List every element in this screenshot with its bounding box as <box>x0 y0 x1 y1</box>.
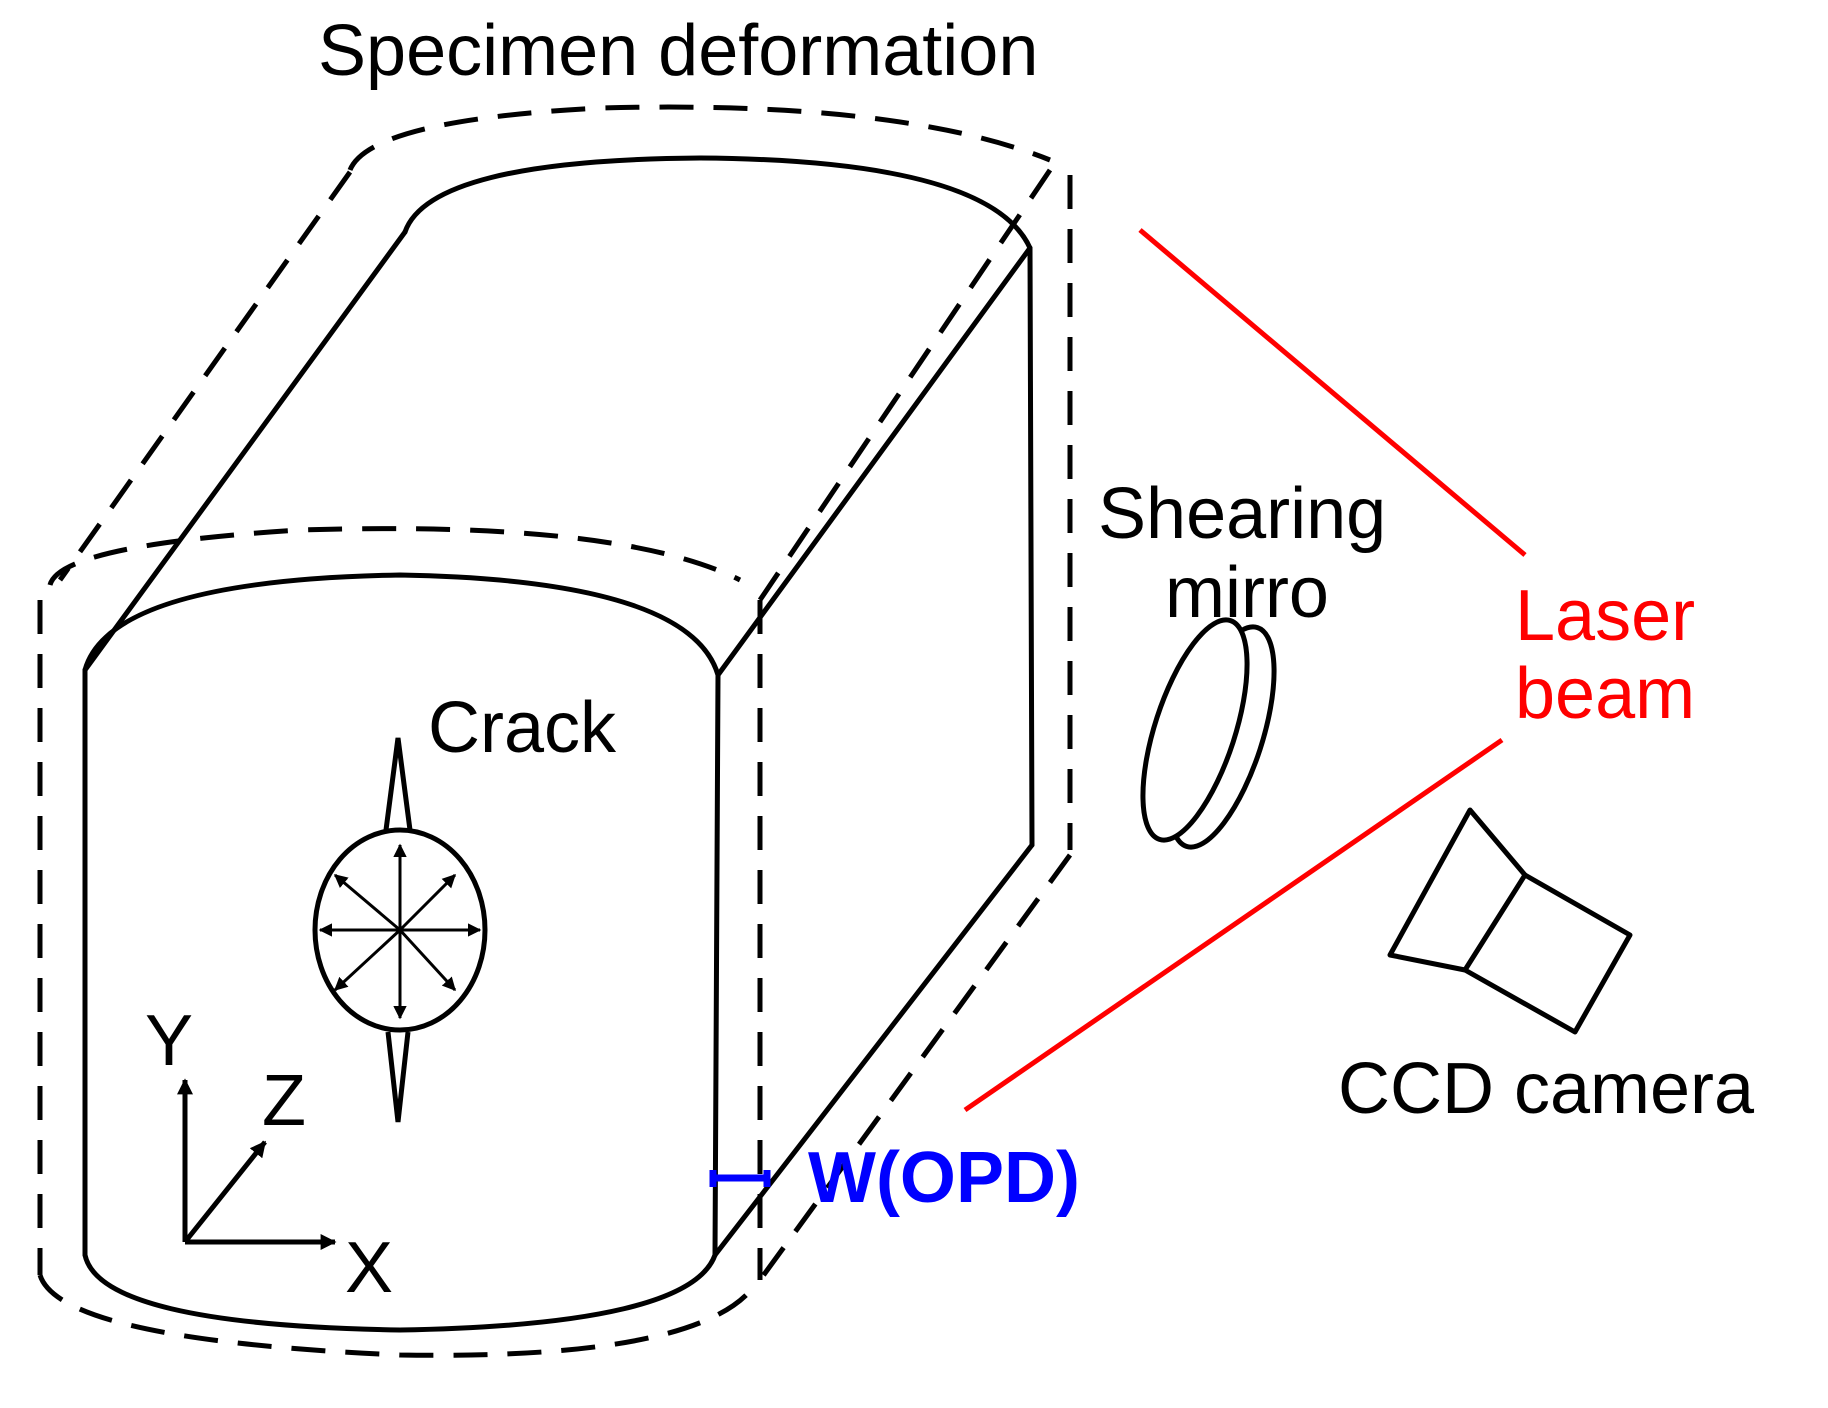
specimen-top-left-edge <box>82 229 408 673</box>
deformed-specimen-outline <box>37 104 1073 1358</box>
specimen-back-right-edge <box>1027 245 1035 848</box>
deformed-bottom-right-edge <box>757 853 1073 1282</box>
axis-y-label: Y <box>145 1001 193 1081</box>
specimen-front-top-arch <box>82 572 721 678</box>
deformed-front-arch <box>47 526 742 586</box>
crack-pressure-arrows <box>318 843 482 1020</box>
mirror-front-face <box>1140 617 1250 843</box>
specimen-front-right-edge <box>712 672 721 1258</box>
laser-label-line2: beam <box>1515 654 1695 734</box>
camera-lens-hood <box>1387 807 1528 973</box>
crack-ellipse <box>312 827 488 1033</box>
laser-beam-lower <box>963 737 1504 1113</box>
ccd-camera-label: CCD camera <box>1338 1049 1755 1129</box>
laser-beam-upper <box>1138 228 1527 557</box>
z-axis-arrow <box>183 1140 267 1244</box>
laser-beams <box>963 228 1527 1113</box>
deformed-top-left-edge <box>57 170 353 582</box>
axis-x-label: X <box>345 1228 393 1308</box>
specimen-front-bottom-arch <box>82 1252 718 1333</box>
opd-label: W(OPD) <box>808 1138 1080 1218</box>
shearing-mirror-label-line2: mirro <box>1165 553 1329 633</box>
crack-bottom-spike <box>385 1031 411 1123</box>
crack-top-spike <box>383 737 413 831</box>
specimen-deformation-label: Specimen deformation <box>318 11 1038 91</box>
specimen-top-arch <box>402 155 1033 251</box>
deformed-top-right-edge <box>757 168 1053 602</box>
specimen-top-right-edge <box>715 245 1033 678</box>
specimen-outline <box>82 155 1035 1333</box>
shearing-mirror-label-line1: Shearing <box>1098 474 1386 554</box>
laser-label-line1: Laser <box>1515 576 1695 656</box>
opd-marker <box>709 1170 771 1187</box>
axis-z-label: Z <box>262 1061 306 1141</box>
deformed-front-bottom-arch <box>37 1274 758 1358</box>
deformed-top-arch <box>347 104 1051 172</box>
crack-figure <box>312 737 488 1123</box>
ccd-camera-icon <box>1387 807 1633 1035</box>
camera-body <box>1463 872 1633 1035</box>
crack-label: Crack <box>428 688 617 768</box>
shearing-mirror <box>1140 617 1277 850</box>
coordinate-axes <box>176 1078 337 1251</box>
